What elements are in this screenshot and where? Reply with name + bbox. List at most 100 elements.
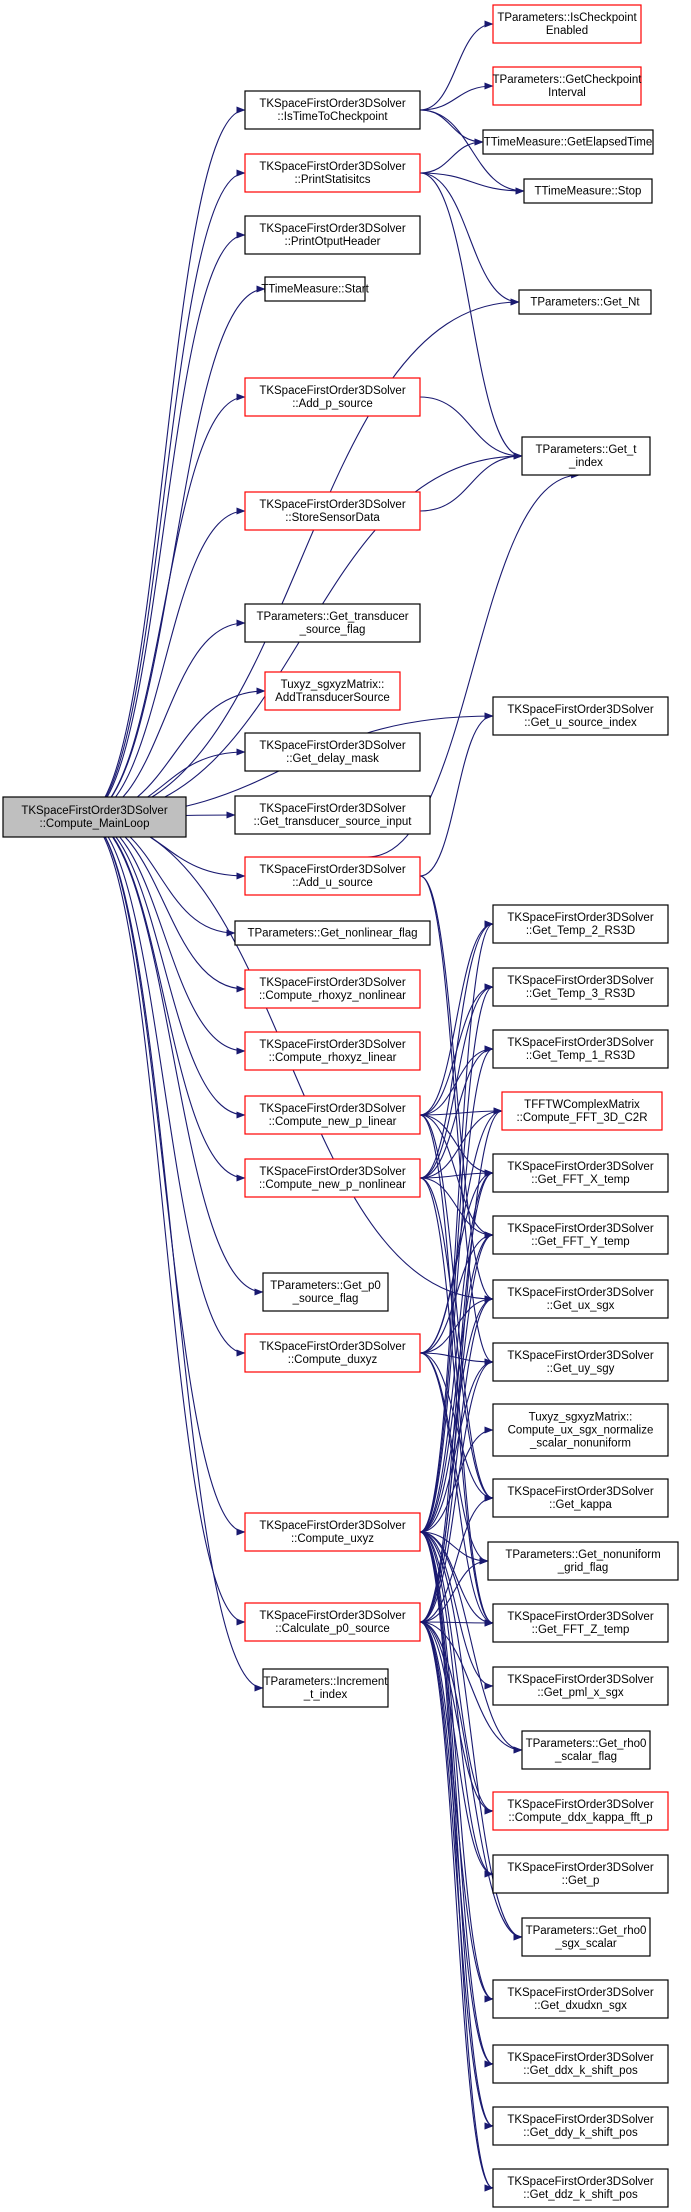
node-get-nt[interactable]: TParameters::Get_Nt <box>518 289 652 315</box>
node-rho-nonlin[interactable]: TKSpaceFirstOrder3DSolver::Compute_rhoxy… <box>244 969 421 1009</box>
node-uy-sgy[interactable]: TKSpaceFirstOrder3DSolver::Get_uy_sgy <box>492 1342 669 1382</box>
node-dxudxn[interactable]: TKSpaceFirstOrder3DSolver::Get_dxudxn_sg… <box>492 1979 669 2019</box>
node-get-p[interactable]: TKSpaceFirstOrder3DSolver::Get_p <box>492 1854 669 1894</box>
node-norm-nonuni[interactable]: Tuxyz_sgxyzMatrix::Compute_ux_sgx_normal… <box>492 1403 669 1457</box>
node-label-line: TKSpaceFirstOrder3DSolver <box>259 1166 406 1178</box>
node-label-line: ::Calculate_p0_source <box>275 1623 389 1635</box>
node-tm-elapsed[interactable]: TTimeMeasure::GetElapsedTime <box>482 129 654 155</box>
node-label-line: TKSpaceFirstOrder3DSolver <box>507 1161 654 1173</box>
edge-uxyz-to-dxudxn <box>419 1531 494 2003</box>
node-store-sens[interactable]: TKSpaceFirstOrder3DSolver::StoreSensorDa… <box>244 491 421 531</box>
node-box <box>492 2044 669 2084</box>
edge-root-to-tm-start <box>82 285 266 818</box>
node-box <box>492 1478 669 1518</box>
node-label-line: ::StoreSensorData <box>285 512 380 524</box>
node-temp3[interactable]: TKSpaceFirstOrder3DSolver::Get_Temp_3_RS… <box>492 967 669 1007</box>
edge-uxyz-to-temp2 <box>419 920 494 1533</box>
node-add-u[interactable]: TKSpaceFirstOrder3DSolver::Add_u_source <box>244 856 421 896</box>
node-rho0-flag[interactable]: TParameters::Get_rho0_scalar_flag <box>521 1730 651 1770</box>
edge-uxyz-to-get-p <box>419 1531 494 1878</box>
node-rho-lin[interactable]: TKSpaceFirstOrder3DSolver::Compute_rhoxy… <box>244 1031 421 1071</box>
edge-root-to-new-pnonlin <box>82 816 246 1182</box>
node-fft-z[interactable]: TKSpaceFirstOrder3DSolver::Get_FFT_Z_tem… <box>492 1603 669 1643</box>
node-box <box>501 1091 663 1131</box>
edge-print-stats-to-tm-elapsed <box>419 138 484 174</box>
node-ddz-k[interactable]: TKSpaceFirstOrder3DSolver::Get_ddz_k_shi… <box>492 2168 669 2208</box>
node-box <box>492 1666 669 1706</box>
node-ddx-kappa[interactable]: TKSpaceFirstOrder3DSolver::Compute_ddx_k… <box>492 1791 669 1831</box>
node-box <box>2 796 187 838</box>
node-label-line: TKSpaceFirstOrder3DSolver <box>507 912 654 924</box>
node-label-line: TKSpaceFirstOrder3DSolver <box>507 1862 654 1874</box>
node-inc-t[interactable]: TParameters::Increment_t_index <box>262 1668 389 1708</box>
node-label-line: TKSpaceFirstOrder3DSolver <box>259 864 406 876</box>
edge-calc-p0-to-rho0-sgx <box>419 1621 523 1941</box>
node-kappa[interactable]: TKSpaceFirstOrder3DSolver::Get_kappa <box>492 1478 669 1518</box>
node-fft-x[interactable]: TKSpaceFirstOrder3DSolver::Get_FFT_X_tem… <box>492 1153 669 1193</box>
edge-new-plin-to-fft-c2-r <box>419 1107 503 1116</box>
node-label-line: _source_flag <box>299 624 366 636</box>
node-label-line: ::Compute_ddx_kappa_fft_p <box>508 1812 652 1824</box>
node-box <box>244 1512 421 1552</box>
node-label-line: TKSpaceFirstOrder3DSolver <box>507 1486 654 1498</box>
node-print-stats[interactable]: TKSpaceFirstOrder3DSolver::PrintStatisit… <box>244 153 421 193</box>
node-nonuni-flag[interactable]: TParameters::Get_nonuniform_grid_flag <box>487 1541 679 1581</box>
node-rho0-sgx[interactable]: TParameters::Get_rho0_sgx_scalar <box>521 1917 651 1957</box>
edge-print-stats-to-get-nt <box>419 172 520 306</box>
node-get-nonlin[interactable]: TParameters::Get_nonlinear_flag <box>234 920 431 946</box>
node-root[interactable]: TKSpaceFirstOrder3DSolver::Compute_MainL… <box>2 796 187 838</box>
edge-new-pnonlin-to-fft-c2-r <box>419 1107 503 1179</box>
node-get-delay[interactable]: TKSpaceFirstOrder3DSolver::Get_delay_mas… <box>244 732 421 772</box>
edge-uxyz-to-rho0-flag <box>419 1531 523 1754</box>
node-box <box>492 1029 669 1069</box>
node-duxyz[interactable]: TKSpaceFirstOrder3DSolver::Compute_duxyz <box>244 1333 421 1373</box>
node-uxyz[interactable]: TKSpaceFirstOrder3DSolver::Compute_uxyz <box>244 1512 421 1552</box>
node-label-line: TKSpaceFirstOrder3DSolver <box>259 499 406 511</box>
edge-duxyz-to-ux-sgx <box>419 1295 494 1354</box>
node-get-trans-inp[interactable]: TKSpaceFirstOrder3DSolver::Get_transduce… <box>234 795 431 835</box>
node-add-p[interactable]: TKSpaceFirstOrder3DSolver::Add_p_source <box>244 377 421 417</box>
node-ddy-k[interactable]: TKSpaceFirstOrder3DSolver::Get_ddy_k_shi… <box>492 2106 669 2146</box>
node-label-line: ::Get_ddy_k_shift_pos <box>523 2127 638 2139</box>
edge-calc-p0-to-fft-z <box>419 1619 494 1627</box>
edge-root-to-store-sens <box>82 507 246 818</box>
node-box <box>492 1979 669 2019</box>
node-is-time-ck[interactable]: TKSpaceFirstOrder3DSolver::IsTimeToCheck… <box>244 90 421 130</box>
node-label-line: TKSpaceFirstOrder3DSolver <box>507 1037 654 1049</box>
edge-add-u-to-uy-sgy <box>419 875 494 1366</box>
node-add-trans[interactable]: Tuxyz_sgxyzMatrix::AddTransducerSource <box>264 671 401 711</box>
node-temp2[interactable]: TKSpaceFirstOrder3DSolver::Get_Temp_2_RS… <box>492 904 669 944</box>
node-label-line: TKSpaceFirstOrder3DSolver <box>507 1799 654 1811</box>
node-label-line: TKSpaceFirstOrder3DSolver <box>259 98 406 110</box>
node-fft-y[interactable]: TKSpaceFirstOrder3DSolver::Get_FFT_Y_tem… <box>492 1215 669 1255</box>
node-label-line: TKSpaceFirstOrder3DSolver <box>259 385 406 397</box>
edge-uxyz-to-nonuni-flag <box>419 1531 489 1565</box>
node-box <box>244 856 421 896</box>
node-print-hdr[interactable]: TKSpaceFirstOrder3DSolver::PrintOtputHea… <box>244 215 421 255</box>
node-ux-sgx[interactable]: TKSpaceFirstOrder3DSolver::Get_ux_sgx <box>492 1279 669 1319</box>
node-calc-p0[interactable]: TKSpaceFirstOrder3DSolver::Calculate_p0_… <box>244 1602 421 1642</box>
node-label-line: _t_index <box>303 1689 348 1701</box>
node-label-line: ::Get_u_source_index <box>524 717 637 729</box>
node-box <box>262 1272 389 1312</box>
node-label-line: TFFTWComplexMatrix <box>524 1099 640 1111</box>
node-get-usrc-idx[interactable]: TKSpaceFirstOrder3DSolver::Get_u_source_… <box>492 696 669 736</box>
node-tm-stop[interactable]: TTimeMeasure::Stop <box>523 178 653 204</box>
node-ddx-k[interactable]: TKSpaceFirstOrder3DSolver::Get_ddx_k_shi… <box>492 2044 669 2084</box>
node-label-line: ::Compute_uxyz <box>291 1533 374 1545</box>
node-tm-start[interactable]: TTimeMeasure::Start <box>261 276 370 302</box>
node-label-line: ::Get_FFT_Z_temp <box>532 1624 630 1636</box>
node-label-line: Tuxyz_sgxyzMatrix:: <box>281 679 385 691</box>
node-temp1[interactable]: TKSpaceFirstOrder3DSolver::Get_Temp_1_RS… <box>492 1029 669 1069</box>
node-get-t[interactable]: TParameters::Get_t_index <box>521 436 651 476</box>
edge-calc-p0-to-ddz-k <box>419 1621 494 2192</box>
node-get-trans-flag[interactable]: TParameters::Get_transducer_source_flag <box>244 603 421 643</box>
node-new-plin[interactable]: TKSpaceFirstOrder3DSolver::Compute_new_p… <box>244 1095 421 1135</box>
node-label-line: TParameters::Get_Nt <box>530 297 640 309</box>
node-new-pnonlin[interactable]: TKSpaceFirstOrder3DSolver::Compute_new_p… <box>244 1158 421 1198</box>
node-get-p0-flag[interactable]: TParameters::Get_p0_source_flag <box>262 1272 389 1312</box>
node-pml-x[interactable]: TKSpaceFirstOrder3DSolver::Get_pml_x_sgx <box>492 1666 669 1706</box>
node-fft-c2-r[interactable]: TFFTWComplexMatrix::Compute_FFT_3D_C2R <box>501 1091 663 1131</box>
